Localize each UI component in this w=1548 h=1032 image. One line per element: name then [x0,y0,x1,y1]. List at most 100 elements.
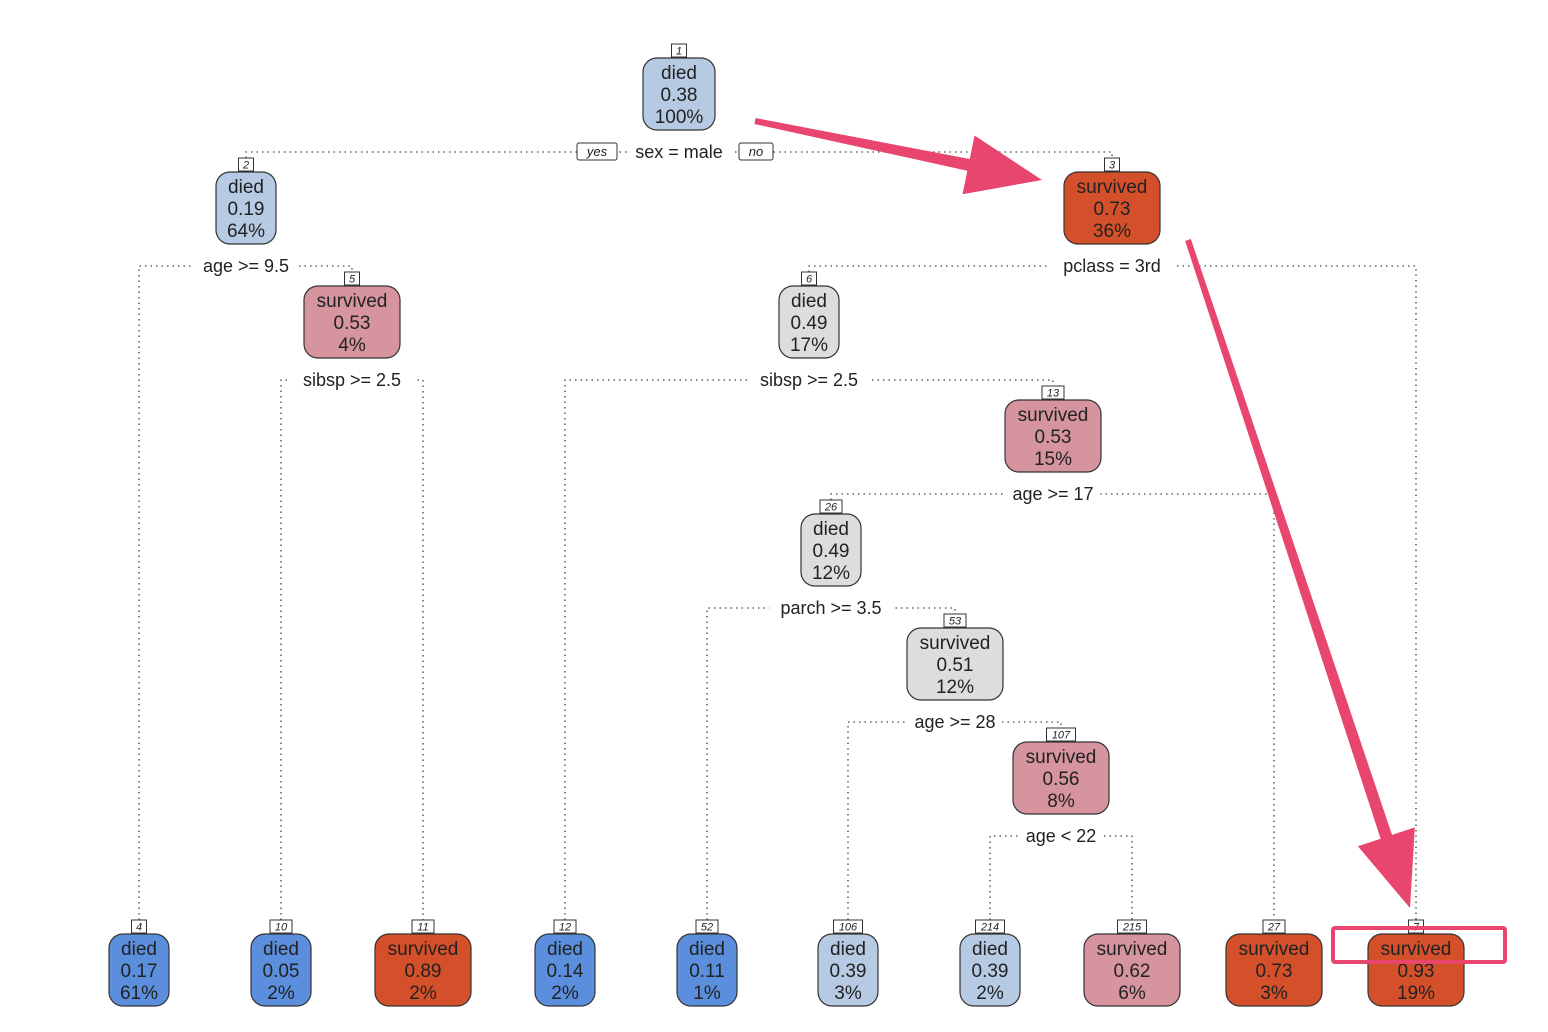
node-class: died [791,291,827,312]
split-label: sex = male [635,142,723,162]
node-class: died [547,939,583,960]
node-pct: 6% [1118,983,1146,1004]
node-box [534,933,596,1007]
split-13: age >= 17 [830,483,1275,920]
node-number: 106 [839,922,858,934]
split-label: parch >= 3.5 [780,598,881,618]
node-pct: 2% [267,983,295,1004]
split-label-bg [1018,825,1104,847]
node-number: 12 [559,922,571,934]
node-number-box [269,919,293,934]
split-label-bg [194,255,298,277]
node-pct: 17% [790,335,828,356]
split-edge [989,835,1133,920]
node-prob: 0.49 [813,541,850,562]
node-pct: 19% [1397,983,1435,1004]
node-prob: 0.56 [1043,769,1080,790]
node-prob: 0.11 [689,961,725,982]
node-prob: 0.62 [1114,961,1151,982]
split-edge [847,721,1062,920]
split-label: sibsp >= 2.5 [303,370,401,390]
node-box [1063,171,1161,245]
split-label-bg [769,597,893,619]
node-class: died [121,939,157,960]
node-prob: 0.53 [334,313,371,334]
node-pct: 4% [338,335,366,356]
node-prob: 0.38 [661,85,698,106]
node-number-box [344,271,360,286]
split-5: sibsp >= 2.5 [280,369,424,920]
node-prob: 0.19 [228,199,265,220]
node-pct: 36% [1093,221,1131,242]
node-number-box [1104,157,1120,172]
node-prob: 0.39 [830,961,867,982]
node-pct: 8% [1047,791,1075,812]
split-2: age >= 9.5 [138,255,353,920]
split-label: age < 22 [1026,826,1097,846]
node-number-box [1041,385,1065,400]
node-number-box [411,919,435,934]
node-number: 107 [1052,730,1071,742]
node-number: 53 [949,616,962,628]
node-class: survived [1026,747,1097,768]
node-number-box [695,919,719,934]
node-pct: 3% [1260,983,1288,1004]
node-class: survived [1018,405,1089,426]
node-box [676,933,738,1007]
split-label: sibsp >= 2.5 [760,370,858,390]
node-number: 1 [676,46,682,58]
node-prob: 0.73 [1094,199,1131,220]
node-box [1083,933,1181,1007]
node-number-box [833,919,863,934]
node-number-box [975,919,1005,934]
node-number: 214 [980,922,999,934]
node-class: died [813,519,849,540]
node-pct: 3% [834,983,862,1004]
node-prob: 0.05 [263,961,300,982]
annotation-arrow-to-node-7 [1185,239,1415,908]
split-edge [830,493,1275,920]
node-number: 5 [349,274,356,286]
split-53: age >= 28 [847,711,1062,920]
node-box [959,933,1021,1007]
node-number-box [238,157,254,172]
node-box [817,933,879,1007]
node-pct: 15% [1034,449,1072,470]
split-label: age >= 9.5 [203,256,289,276]
node-number-box [553,919,577,934]
node-number: 3 [1109,160,1116,172]
node-box [1012,741,1110,815]
node-box [1367,933,1465,1007]
split-edge [138,265,353,920]
node-prob: 0.14 [547,961,584,982]
node-prob: 0.39 [972,961,1009,982]
node-box [1225,933,1323,1007]
node-pct: 100% [655,107,704,128]
node-number-box [1117,919,1147,934]
node-number: 52 [701,922,713,934]
split-label: pclass = 3rd [1063,256,1161,276]
yes-label: yes [586,144,608,159]
node-number: 26 [824,502,838,514]
node-class: survived [317,291,388,312]
node-number: 6 [806,274,813,286]
node-pct: 61% [120,983,158,1004]
split-26: parch >= 3.5 [706,597,956,920]
node-number: 27 [1267,922,1281,934]
split-edge [808,265,1417,920]
node-box [1004,399,1102,473]
node-number: 4 [136,922,142,934]
node-box [642,57,716,131]
annotation-arrow-to-node-3 [754,118,1042,195]
